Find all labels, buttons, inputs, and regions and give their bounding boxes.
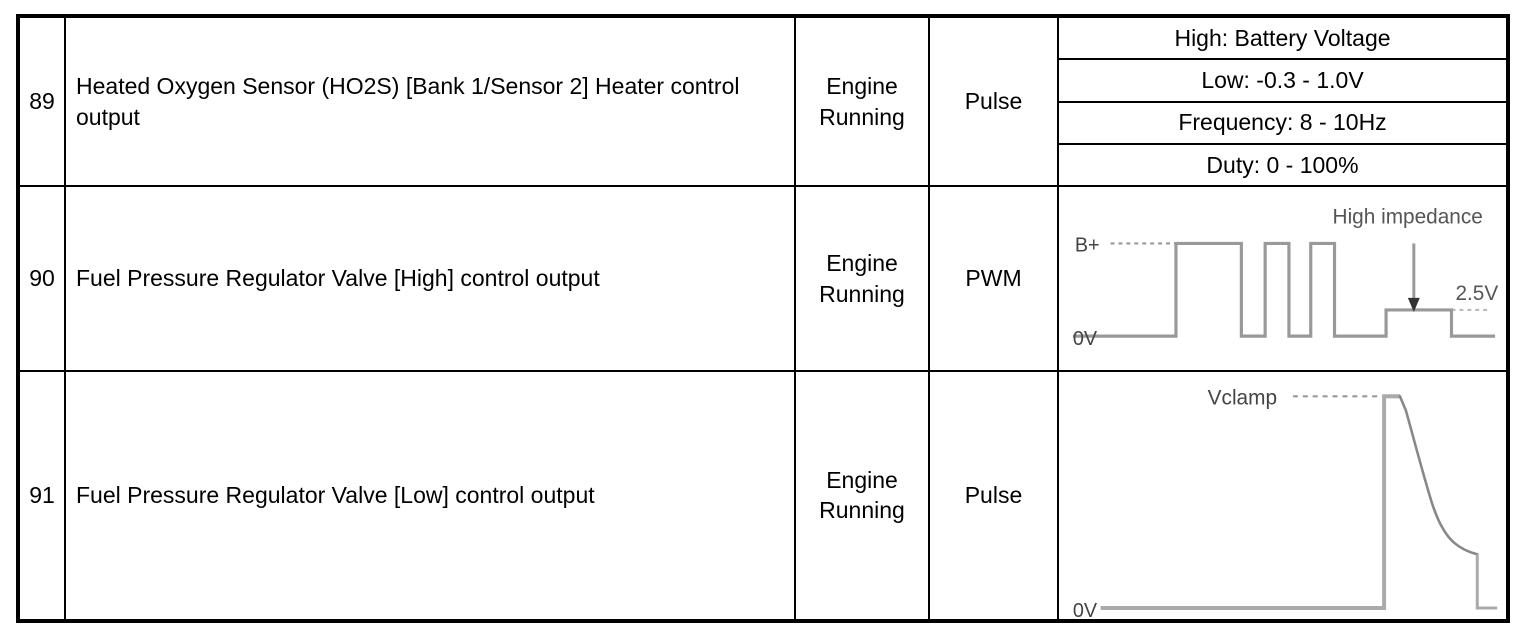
row-signal-type-cell: Pulse bbox=[930, 371, 1059, 619]
table-row: 91 Fuel Pressure Regulator Valve [Low] c… bbox=[20, 371, 1506, 619]
row-waveform-cell: B+ 0V High impedance 2.5V bbox=[1059, 187, 1506, 369]
row-number-cell: 89 bbox=[20, 18, 66, 186]
spec-line: Low: -0.3 - 1.0V bbox=[1059, 60, 1506, 103]
vclamp-label: Vclamp bbox=[1208, 386, 1277, 409]
spec-line: Frequency: 8 - 10Hz bbox=[1059, 103, 1506, 146]
final-drop bbox=[1475, 554, 1498, 610]
clamp-waveform-diagram: 0V Vclamp bbox=[1059, 372, 1506, 619]
row-description-cell: Heated Oxygen Sensor (HO2S) [Bank 1/Sens… bbox=[66, 18, 796, 186]
decay-curve bbox=[1398, 394, 1479, 556]
row-spec-cell: High: Battery Voltage Low: -0.3 - 1.0V F… bbox=[1059, 18, 1506, 185]
row-number-cell: 91 bbox=[20, 371, 66, 619]
row-signal-type-cell: Pulse bbox=[930, 18, 1059, 186]
pwm-trace bbox=[1072, 242, 1496, 339]
clamp-voltage-label: 2.5V bbox=[1455, 282, 1498, 305]
row-waveform-cell: 0V Vclamp bbox=[1059, 372, 1506, 619]
spec-line: High: Battery Voltage bbox=[1059, 18, 1506, 61]
spec-line: Duty: 0 - 100% bbox=[1206, 151, 1359, 178]
pwm-waveform-diagram: B+ 0V High impedance 2.5V bbox=[1059, 187, 1506, 369]
high-impedance-label: High impedance bbox=[1333, 206, 1483, 229]
table-row: 90 Fuel Pressure Regulator Valve [High] … bbox=[20, 187, 1506, 372]
b-plus-label: B+ bbox=[1075, 235, 1100, 257]
row-number-cell: 90 bbox=[20, 187, 66, 370]
row-description-cell: Fuel Pressure Regulator Valve [High] con… bbox=[66, 187, 796, 370]
signal-specification-table: 89 Heated Oxygen Sensor (HO2S) [Bank 1/S… bbox=[16, 14, 1510, 623]
high-impedance-arrow-head bbox=[1407, 298, 1420, 313]
row-description-cell: Fuel Pressure Regulator Valve [Low] cont… bbox=[66, 371, 796, 619]
zero-volt-label: 0V bbox=[1073, 600, 1098, 619]
zero-volt-label: 0V bbox=[1073, 329, 1098, 351]
row-signal-type-cell: PWM bbox=[930, 187, 1059, 370]
baseline-and-rise bbox=[1100, 394, 1400, 610]
table-row: 89 Heated Oxygen Sensor (HO2S) [Bank 1/S… bbox=[20, 18, 1506, 188]
